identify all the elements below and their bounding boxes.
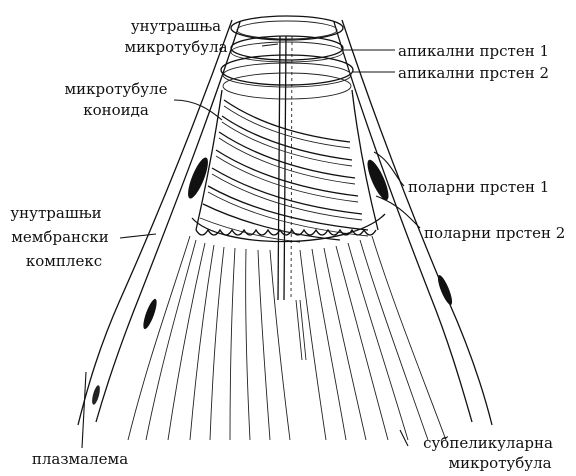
polar-rings [192,214,385,242]
label-inner-microtubule-line1: унутрашња [131,17,221,35]
label-inner-membrane-complex-line1: унутрашњи [10,204,101,222]
label-polar-ring-1: поларни прстен 1 [408,178,549,196]
label-conoid-microtubules-line1: микротубуле [64,80,167,98]
label-plasmalemma: плазмалема [32,450,128,468]
label-conoid-microtubules-line2: коноида [83,101,149,119]
label-inner-membrane-complex-line3: комплекс [26,252,102,270]
label-polar-ring-2: поларни прстен 2 [424,224,565,242]
label-subpellicular-microtubule-line2: микротубула [448,454,551,471]
label-inner-membrane-complex-line2: мембрански [11,228,109,246]
label-apical-ring-1: апикални прстен 1 [398,42,549,60]
label-subpellicular-microtubule-line1: субпеликуларна [423,434,553,452]
label-apical-ring-2: апикални прстен 2 [398,64,549,82]
label-inner-microtubule-line2: микротубула [124,38,227,56]
conoid [196,90,378,242]
subpellicular-microtubules [128,236,446,440]
inner-microtubules [278,36,292,300]
